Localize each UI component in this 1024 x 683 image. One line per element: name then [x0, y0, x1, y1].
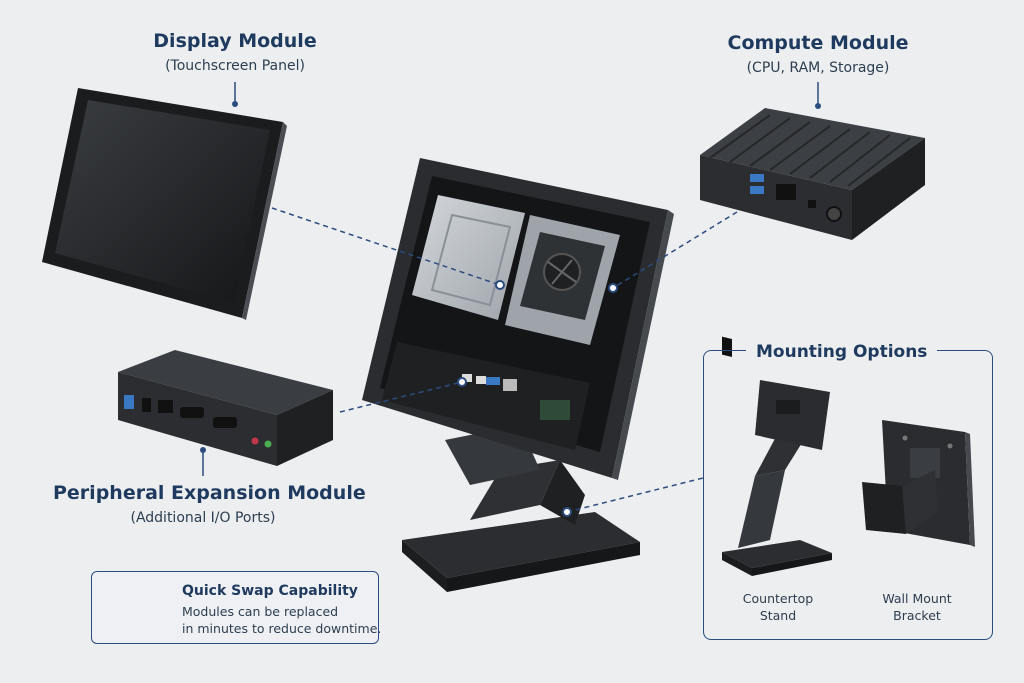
- wall-label-line1: Wall Mount: [882, 591, 952, 606]
- peripheral-module-title: Peripheral Expansion Module: [53, 482, 366, 504]
- countertop-label-line2: Stand: [759, 608, 797, 623]
- quick-swap-line1: Modules can be replaced: [182, 604, 339, 619]
- quick-swap-line2: in minutes to reduce downtime.: [182, 621, 382, 636]
- display-module-subtitle: (Touchscreen Panel): [165, 58, 305, 74]
- wall-label-line2: Bracket: [893, 608, 941, 623]
- compute-connector-line: [612, 211, 738, 289]
- peripheral-module-image: [118, 350, 333, 466]
- wall-mount-bracket-image: [862, 420, 975, 547]
- peripheral-connector-line: [339, 381, 463, 413]
- compute-module-title: Compute Module: [727, 32, 909, 54]
- compute-module-image: [700, 108, 925, 357]
- display-module-image: [42, 88, 287, 320]
- mounting-options-title: Mounting Options: [746, 342, 938, 362]
- countertop-label-line1: Countertop: [742, 591, 814, 606]
- wall-mount-bracket-label: Wall Mount Bracket: [857, 590, 977, 624]
- mounting-connector-line: [566, 477, 704, 513]
- display-connector-line: [271, 207, 501, 286]
- peripheral-module-subtitle: (Additional I/O Ports): [130, 510, 276, 526]
- quick-swap-title: Quick Swap Capability: [182, 583, 358, 599]
- quick-swap-panel: [91, 571, 379, 644]
- display-module-title: Display Module: [153, 30, 317, 52]
- compute-module-subtitle: (CPU, RAM, Storage): [746, 60, 890, 76]
- kiosk-image: [362, 158, 674, 592]
- countertop-stand-label: Countertop Stand: [718, 590, 838, 624]
- countertop-stand-image: [722, 380, 832, 576]
